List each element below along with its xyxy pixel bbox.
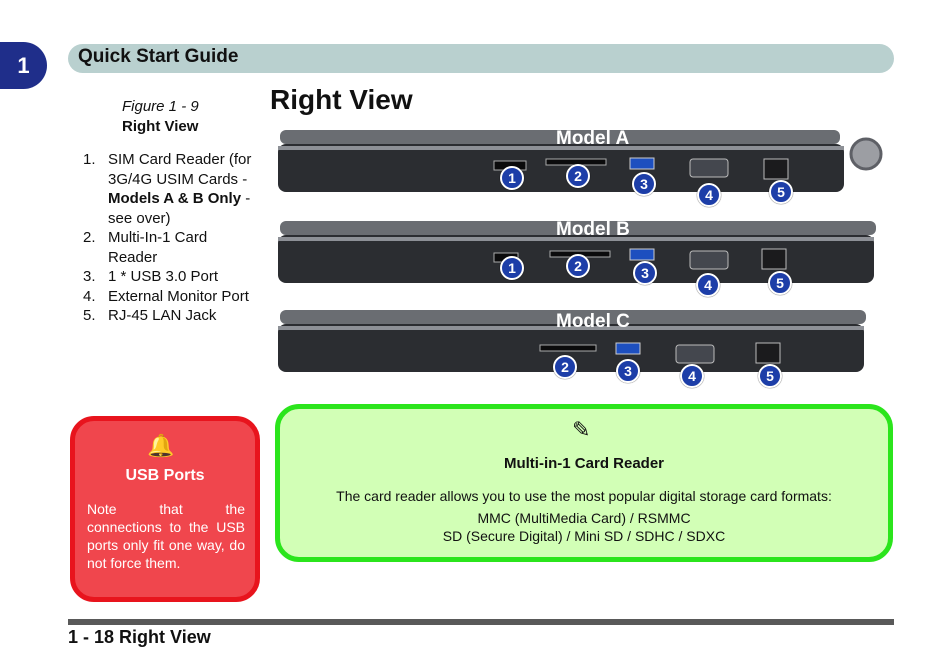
footer-rule (68, 619, 894, 625)
info-line: MMC (MultiMedia Card) / RSMMC (477, 510, 691, 526)
port-badge: 3 (616, 359, 640, 383)
laptop-model-c: Model C 2 3 4 5 (278, 308, 878, 388)
port-badge: 1 (500, 256, 524, 280)
info-line: The card reader allows you to use the mo… (336, 488, 832, 504)
legend-number: 4. (83, 287, 96, 305)
legend-number: 5. (83, 307, 96, 324)
legend-item: 4. External Monitor Port (83, 287, 253, 307)
chapter-tab: 1 (0, 42, 47, 89)
figure-caption: Figure 1 - 9 (122, 98, 199, 115)
laptop-model-a: Model A 1 2 3 4 5 (278, 126, 886, 207)
port-badge: 2 (566, 164, 590, 188)
legend-text-tail: - see over) (108, 190, 251, 227)
port-badge: 5 (768, 271, 792, 295)
port-badge: 2 (566, 254, 590, 278)
header-bar: Quick Start Guide (68, 44, 894, 73)
legend-text: SIM Card Reader (for 3G/4G USIM Cards - … (108, 150, 253, 228)
info-line: SD (Secure Digital) / Mini SD / SDHC / S… (442, 528, 726, 544)
port-badge: 4 (697, 183, 721, 207)
page-footer: 1 - 18 Right View (68, 627, 211, 647)
card-reader-info: ✎ Multi-in-1 Card Reader The card reader… (275, 404, 893, 562)
legend-number: 1. (83, 151, 96, 168)
port-badge: 4 (680, 364, 704, 388)
legend-text: External Monitor Port (108, 287, 249, 305)
model-label: Model B (556, 219, 630, 240)
port-badge: 5 (758, 364, 782, 388)
usb-warning-note: 🔔 USB Ports Note that the connections to… (70, 416, 260, 602)
legend-item: 1. SIM Card Reader (for 3G/4G USIM Cards… (83, 150, 253, 228)
note-body: Note that the connections to the USB por… (87, 501, 245, 571)
header-title: Quick Start Guide (78, 46, 239, 67)
laptop-model-b: Model B 1 2 3 4 5 (278, 219, 878, 297)
port-badge: 5 (769, 180, 793, 204)
legend-item: 2. Multi-In-1 Card Reader (83, 228, 253, 267)
legend-number: 2. (83, 229, 96, 246)
laptop-side-image (278, 130, 883, 192)
legend-text-bold: Models A & B Only (108, 190, 242, 207)
port-badge: 3 (633, 261, 657, 285)
legend-number: 3. (83, 268, 96, 285)
info-title: Multi-in-1 Card Reader (503, 455, 665, 472)
legend-text: 1 * USB 3.0 Port (108, 268, 219, 285)
port-badge: 2 (553, 355, 577, 379)
page-title: Right View (270, 84, 413, 115)
warning-bell-icon: 🔔 (147, 433, 175, 458)
legend-item: 3. 1 * USB 3.0 Port (83, 267, 253, 287)
legend-item: 5. RJ-45 LAN Jack (83, 306, 253, 326)
port-badge: 1 (500, 166, 524, 190)
laptop-side-image (278, 310, 866, 372)
legend-text: RJ-45 LAN Jack (108, 307, 217, 324)
model-label: Model A (556, 128, 630, 149)
model-label: Model C (556, 311, 630, 332)
legend-text: Multi-In-1 Card Reader (108, 229, 208, 266)
figure-name: Right View (122, 118, 199, 135)
pen-icon: ✎ (572, 417, 591, 442)
port-badge: 4 (696, 273, 720, 297)
legend-text-main: SIM Card Reader (for 3G/4G USIM Cards - (108, 151, 252, 188)
note-title: USB Ports (125, 467, 205, 484)
port-legend: 1. SIM Card Reader (for 3G/4G USIM Cards… (83, 150, 253, 326)
port-badge: 3 (632, 172, 656, 196)
